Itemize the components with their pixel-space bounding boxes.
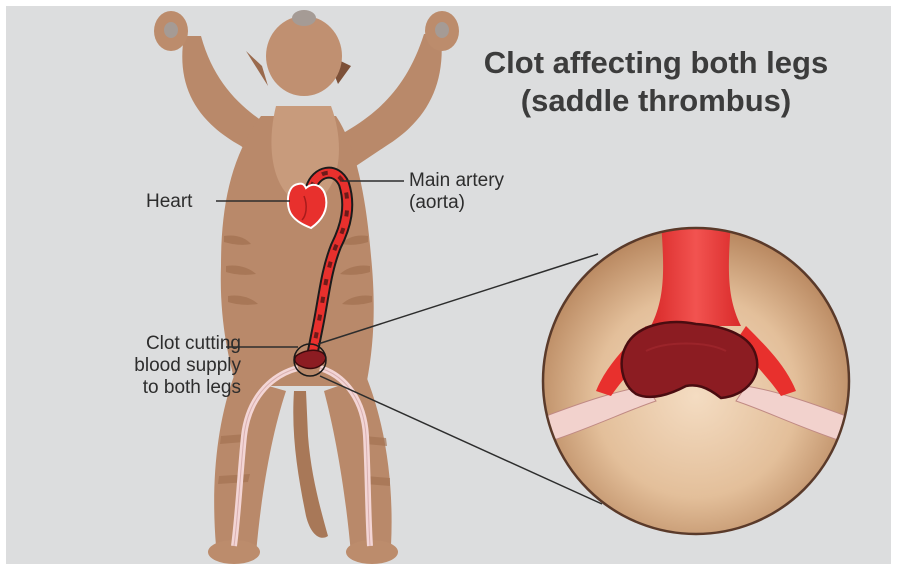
title-line-1: Clot affecting both legs: [426, 44, 886, 82]
magnified-view: [543, 221, 849, 534]
clot-label: Clot cutting blood supply to both legs: [66, 333, 241, 399]
aorta-label: Main artery (aorta): [409, 170, 504, 214]
cat-nose: [292, 10, 316, 26]
diagram-canvas: Clot affecting both legs (saddle thrombu…: [6, 6, 891, 564]
clot-label-line-1: Clot cutting: [66, 333, 241, 355]
diagram-title: Clot affecting both legs (saddle thrombu…: [426, 44, 886, 120]
cat-head: [266, 16, 342, 96]
heart-label: Heart: [146, 191, 192, 213]
cat-left-leg: [214, 376, 286, 554]
aorta-label-line-2: (aorta): [409, 192, 504, 214]
heart-label-text: Heart: [146, 191, 192, 213]
title-line-2: (saddle thrombus): [426, 82, 886, 120]
cat-tail: [293, 391, 328, 538]
clot-label-line-3: to both legs: [66, 377, 241, 399]
cat-silhouette: [154, 10, 459, 564]
clot-label-line-2: blood supply: [66, 355, 241, 377]
aorta-label-line-1: Main artery: [409, 170, 504, 192]
